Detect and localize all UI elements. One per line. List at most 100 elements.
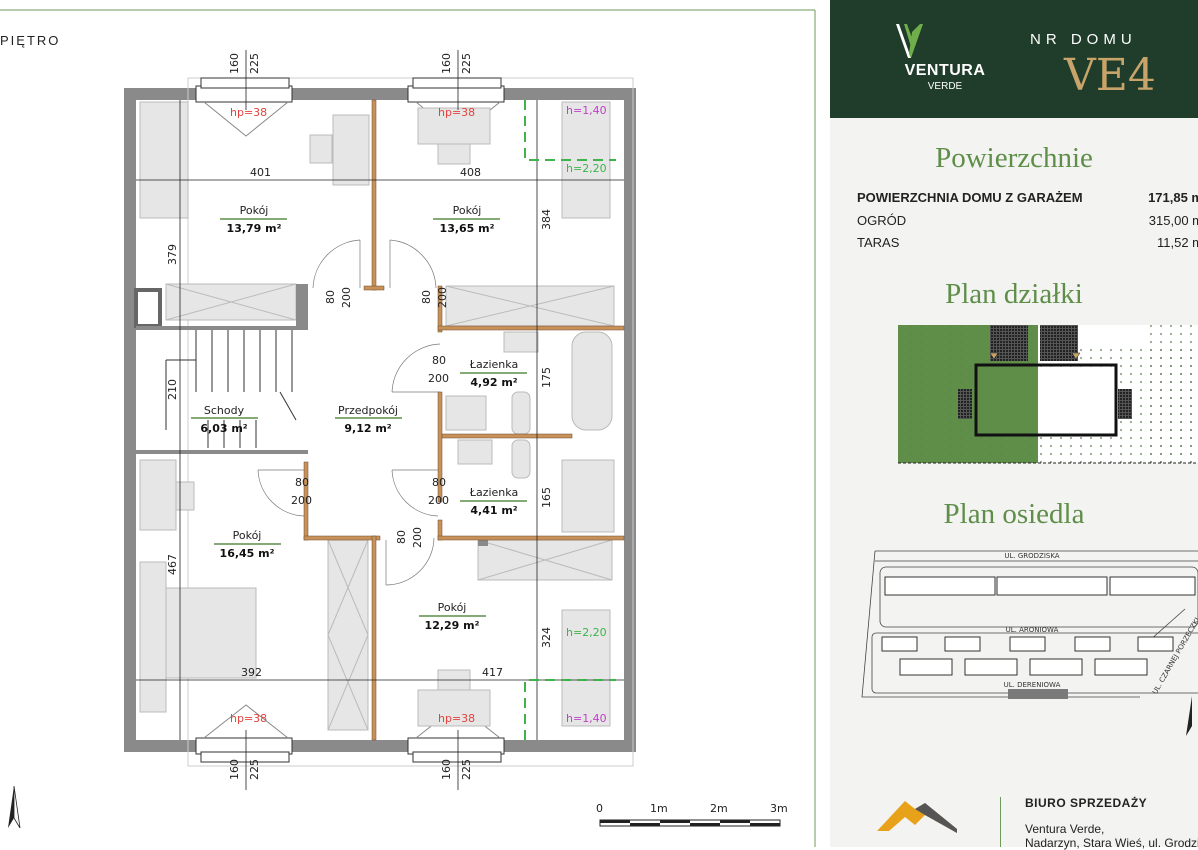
dimension-lines xyxy=(136,50,624,790)
scale-label: 0 xyxy=(596,802,603,815)
room-name: Przedpokój xyxy=(338,404,398,417)
room-name: Pokój xyxy=(453,204,482,217)
room-name: Łazienka xyxy=(469,358,518,371)
street-label: UL. ARONIOWA xyxy=(1006,626,1059,634)
brand-sub: VERDE xyxy=(927,81,963,92)
window-width: 160 xyxy=(440,53,453,74)
dim-text: 324 xyxy=(540,627,553,648)
window-width: 160 xyxy=(228,53,241,74)
inner-masonry-walls xyxy=(136,284,488,546)
sill-height: hp=38 xyxy=(438,106,475,119)
plot-plan-title: Plan działki xyxy=(945,278,1083,310)
floor-label: PIĘTRO xyxy=(0,33,61,48)
dim-text: 175 xyxy=(540,367,553,388)
stairs xyxy=(134,288,297,448)
door-width: 80 xyxy=(295,476,309,489)
slope-height-high: h=2,20 xyxy=(566,626,607,639)
window-height: 225 xyxy=(248,53,261,74)
estate-plan-map: UL. GRODZISKA UL. ARONIOWA UL. DERENIOWA… xyxy=(861,550,1198,699)
door-swings xyxy=(257,239,441,586)
surface-row: POWIERZCHNIA DOMU Z GARAŻEM 171,85 m xyxy=(857,190,1198,205)
header: VENTURA VERDE NR DOMU VE4 xyxy=(830,0,1198,118)
window-height: 225 xyxy=(248,759,261,780)
developer-logo xyxy=(877,801,957,833)
sill-height: hp=38 xyxy=(438,712,475,725)
room-area: 12,29 m² xyxy=(425,619,480,632)
floor-plan: Pokój 13,79 m² Pokój 13,65 m² Łazienka 4… xyxy=(0,9,816,847)
surface-row: OGRÓD 315,00 m xyxy=(857,213,1198,228)
door-width: 80 xyxy=(395,530,408,544)
room-area: 6,03 m² xyxy=(200,422,247,435)
north-arrow-icon xyxy=(8,786,14,828)
slope-height-low: h=1,40 xyxy=(566,104,607,117)
window-width: 160 xyxy=(228,759,241,780)
estate-plan-title: Plan osiedla xyxy=(943,498,1085,530)
scale-bar: 0 1m 2m 3m xyxy=(596,802,788,827)
room-name: Łazienka xyxy=(469,486,518,499)
dim-text: 392 xyxy=(241,666,262,679)
dim-text: 210 xyxy=(166,379,179,400)
room-area: 13,79 m² xyxy=(227,222,282,235)
door-height: 200 xyxy=(428,494,449,507)
street-label: UL. CZARNEJ PORZECZKI xyxy=(1151,616,1198,695)
door-height: 200 xyxy=(340,287,353,308)
dimension-labels: 401 408 392 417 379 210 467 384 175 165 … xyxy=(166,53,607,780)
door-width: 80 xyxy=(324,290,337,304)
slope-height-high: h=2,20 xyxy=(566,162,607,175)
door-width: 80 xyxy=(432,354,446,367)
dim-text: 384 xyxy=(540,209,553,230)
room-area: 16,45 m² xyxy=(220,547,275,560)
slope-line xyxy=(524,100,616,740)
dim-text: 408 xyxy=(460,166,481,179)
door-height: 200 xyxy=(411,527,424,548)
sales-office-line: Nadarzyn, Stara Wieś, ul. Grodziska xyxy=(1025,836,1198,850)
window-height: 225 xyxy=(460,759,473,780)
room-area: 9,12 m² xyxy=(344,422,391,435)
dim-text: 417 xyxy=(482,666,503,679)
surface-label: OGRÓD xyxy=(857,213,907,228)
sill-height: hp=38 xyxy=(230,106,267,119)
plot-plan-map xyxy=(898,325,1198,464)
sill-height: hp=38 xyxy=(230,712,267,725)
surface-label: TARAS xyxy=(857,235,900,250)
dim-text: 401 xyxy=(250,166,271,179)
dim-text: 467 xyxy=(166,554,179,575)
north-arrow-icon xyxy=(1186,696,1192,736)
sales-office-title: BIURO SPRZEDAŻY xyxy=(1025,796,1148,810)
scale-label: 3m xyxy=(770,802,788,815)
surfaces-title: Powierzchnie xyxy=(935,142,1093,174)
scale-label: 1m xyxy=(650,802,668,815)
door-height: 200 xyxy=(428,372,449,385)
scale-label: 2m xyxy=(710,802,728,815)
brand-logo: VENTURA VERDE xyxy=(890,22,1000,92)
dim-text: 379 xyxy=(166,244,179,265)
room-area: 4,92 m² xyxy=(470,376,517,389)
room-area: 4,41 m² xyxy=(470,504,517,517)
furniture xyxy=(139,101,615,731)
street-label: UL. GRODZISKA xyxy=(1004,552,1059,560)
surface-value: 171,85 m xyxy=(1148,190,1198,205)
sales-office: BIURO SPRZEDAŻY Ventura Verde, Nadarzyn,… xyxy=(1025,796,1198,850)
surface-label: POWIERZCHNIA DOMU Z GARAŻEM xyxy=(857,190,1083,205)
surface-value: 315,00 m xyxy=(1148,213,1198,228)
door-height: 200 xyxy=(291,494,312,507)
door-height: 200 xyxy=(436,287,449,308)
door-width: 80 xyxy=(432,476,446,489)
windows xyxy=(195,77,505,763)
room-name: Pokój xyxy=(438,601,467,614)
window-width: 160 xyxy=(440,759,453,780)
door-width: 80 xyxy=(420,290,433,304)
house-number: VE4 xyxy=(1064,50,1156,101)
sales-office-line: Ventura Verde, xyxy=(1025,822,1105,836)
room-labels: Pokój 13,79 m² Pokój 13,65 m² Łazienka 4… xyxy=(191,204,527,632)
street-label: UL. DERENIOWA xyxy=(1004,681,1061,689)
room-area: 13,65 m² xyxy=(440,222,495,235)
brand-name: VENTURA xyxy=(904,62,986,79)
house-label: NR DOMU xyxy=(1030,31,1137,48)
partition-walls xyxy=(303,99,625,741)
window-height: 225 xyxy=(460,53,473,74)
room-name: Pokój xyxy=(233,529,262,542)
slope-height-low: h=1,40 xyxy=(566,712,607,725)
v-logo-icon xyxy=(896,24,923,58)
